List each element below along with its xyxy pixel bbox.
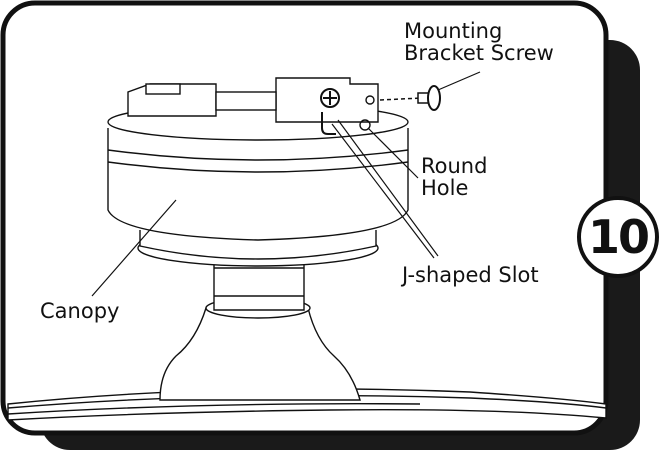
leader-j-slot [331,123,435,259]
step-number-badge: 10 [577,196,659,278]
callout-round-hole: Round Hole [421,154,488,200]
screw-head [427,85,441,111]
callout-canopy: Canopy [40,299,120,323]
leader-mounting-screw [437,71,481,91]
callout-mounting-bracket-screw: Mounting Bracket Screw [404,19,554,65]
leader-j-slot-2 [337,119,439,257]
canopy-groove-2 [107,161,409,173]
fan-illustration [7,77,607,421]
insertion-dashes [379,97,423,101]
bracket-screw-hole [365,95,375,105]
leader-lines [91,71,481,297]
canopy-body [107,128,409,241]
motor-housing [159,307,361,401]
leader-round-hole [367,127,419,179]
leader-canopy [91,199,177,297]
wire-connector [215,91,277,111]
mounting-bracket-clip [145,83,181,95]
fan-blade-edge [7,394,607,409]
mounting-bracket-screw [379,85,441,111]
round-hole [359,119,371,131]
canopy-groove [107,149,409,161]
j-shaped-slot [321,112,336,135]
fan-blade-edge-lower [7,403,421,415]
callout-j-shaped-slot: J-shaped Slot [402,263,539,287]
